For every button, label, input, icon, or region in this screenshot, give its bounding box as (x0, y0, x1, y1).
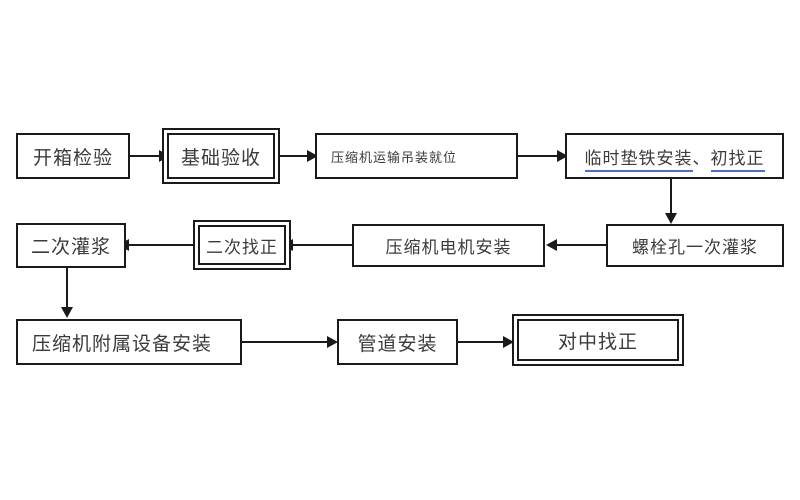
connector-arrowhead (327, 336, 338, 348)
connector-line (670, 179, 672, 216)
connector-line (292, 244, 354, 246)
process-node-erciguanjiang[interactable]: 二次灌浆 (16, 223, 126, 268)
process-node-yasuojidianjianzhuang[interactable]: 压缩机电机安装 (352, 224, 545, 267)
node-label: 压缩机电机安装 (385, 238, 512, 258)
connector-arrowhead (61, 307, 73, 318)
node-label: 压缩机附属设备安装 (32, 332, 213, 355)
connector-line (128, 244, 194, 246)
node-label-part-2: 初找正 (710, 148, 765, 172)
node-label: 管道安装 (357, 332, 438, 355)
connector-line (518, 155, 564, 157)
node-inner-frame: 基础验收 (167, 133, 275, 179)
process-node-ercizhaozheng[interactable]: 二次找正 (193, 220, 291, 270)
node-label: 开箱检验 (32, 146, 113, 169)
connector-line (66, 268, 68, 310)
process-node-jichuyanshou[interactable]: 基础验收 (162, 128, 280, 184)
connector-arrowhead (557, 150, 568, 162)
process-node-kaixiangjianyan[interactable]: 开箱检验 (16, 133, 130, 179)
process-node-yasuojiyunshudiaozhuangjiuwei[interactable]: 压缩机运输吊装就位 (315, 133, 518, 179)
process-node-guandaoanzhuang[interactable]: 管道安装 (337, 319, 458, 365)
node-inner-frame: 二次找正 (198, 225, 286, 265)
connector-arrowhead (307, 150, 318, 162)
process-node-luoshuankongyiciguanjiang[interactable]: 螺栓孔一次灌浆 (606, 224, 784, 267)
connector-line (130, 155, 160, 157)
node-label: 对中找正 (557, 330, 638, 353)
node-label: 二次灌浆 (30, 236, 111, 258)
connector-line (242, 341, 332, 343)
node-label-separator: 、 (692, 148, 711, 169)
node-label-part-1: 临时垫铁安装 (584, 148, 693, 172)
connector-line (458, 341, 510, 343)
node-label: 螺栓孔一次灌浆 (632, 238, 758, 258)
node-inner-frame: 对中找正 (517, 319, 679, 361)
node-label: 压缩机运输吊装就位 (331, 150, 458, 166)
connector-arrowhead (665, 213, 677, 224)
connector-line (280, 155, 312, 157)
connector-line (556, 244, 608, 246)
process-node-duizhongzhaozheng[interactable]: 对中找正 (512, 314, 684, 366)
process-node-yasuojifushushebeianzhuang[interactable]: 压缩机附属设备安装 (16, 319, 242, 365)
process-node-linshidiantieanzhuang-chuzhaozheng[interactable]: 临时垫铁安装、初找正 (565, 133, 784, 179)
node-label: 二次找正 (206, 237, 278, 258)
node-label: 基础验收 (180, 146, 261, 169)
connector-arrowhead (546, 239, 557, 251)
node-label: 临时垫铁安装、初找正 (567, 144, 782, 172)
connector-arrowhead (503, 336, 514, 348)
